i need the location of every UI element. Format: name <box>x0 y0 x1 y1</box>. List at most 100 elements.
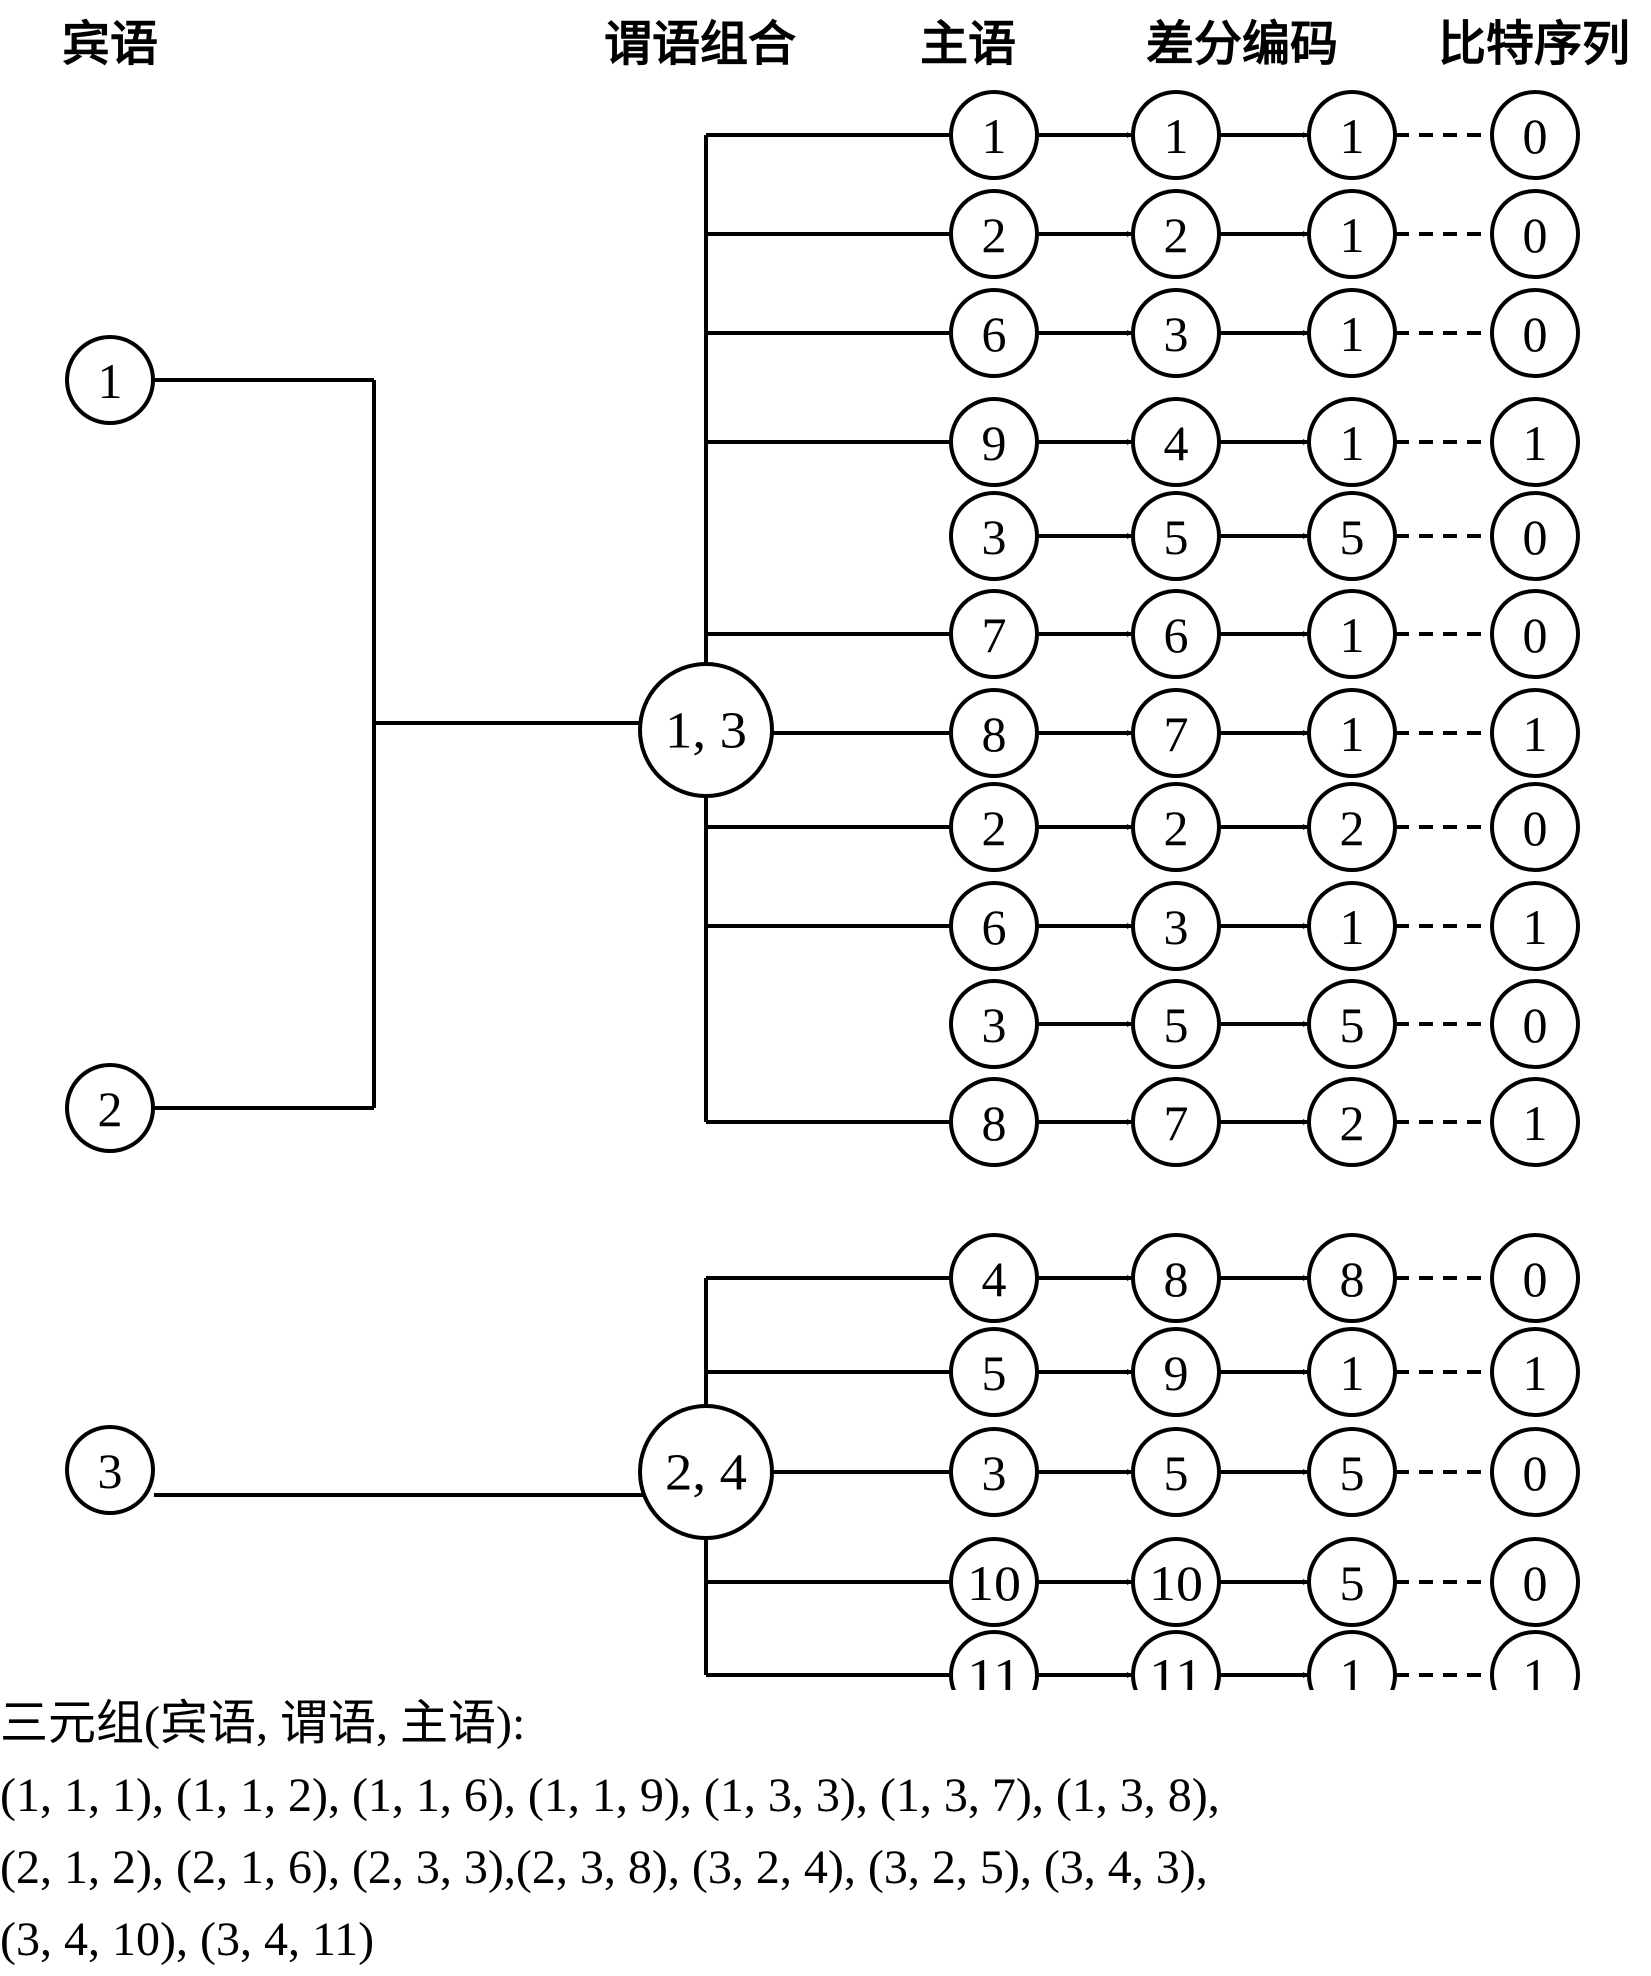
subject-node-label: 1 <box>982 108 1007 164</box>
encoding-diagram: 宾语 谓语组合 主语 差分编码 比特序列 1 2 3 <box>62 16 1630 1690</box>
code-node-label: 6 <box>1164 607 1189 663</box>
code-node: 3 <box>1131 288 1221 378</box>
bit-node: 0 <box>1490 90 1580 180</box>
header-diff-encoding: 差分编码 <box>1146 16 1338 72</box>
subject-node: 6 <box>949 288 1039 378</box>
code-node: 1 <box>1131 90 1221 180</box>
bit-node: 0 <box>1490 491 1580 581</box>
code-node: 7 <box>1131 688 1221 778</box>
diff-node: 2 <box>1307 782 1397 872</box>
encoding-row: 9 4 1 1 <box>949 397 1580 487</box>
diff-node-label: 1 <box>1340 706 1365 762</box>
diff-node-label: 1 <box>1340 207 1365 263</box>
diff-node: 1 <box>1307 1327 1397 1417</box>
diff-node: 1 <box>1307 90 1397 180</box>
bit-node-label: 0 <box>1523 800 1548 856</box>
code-node-label: 5 <box>1164 1445 1189 1501</box>
bit-node: 0 <box>1490 189 1580 279</box>
bit-node-label: 1 <box>1523 706 1548 762</box>
subject-node: 1 <box>949 90 1039 180</box>
subject-node-label: 8 <box>982 1095 1007 1151</box>
bit-node: 1 <box>1490 688 1580 778</box>
subject-node: 10 <box>949 1537 1039 1627</box>
subject-node-label: 10 <box>967 1555 1021 1611</box>
code-node: 2 <box>1131 782 1221 872</box>
code-node: 11 <box>1131 1630 1221 1690</box>
predicate-node-label: 2, 4 <box>665 1445 747 1502</box>
code-node-label: 11 <box>1149 1648 1203 1690</box>
diff-node: 5 <box>1307 491 1397 581</box>
subject-node-label: 7 <box>982 607 1007 663</box>
bit-node-label: 0 <box>1523 607 1548 663</box>
bit-node-label: 1 <box>1523 415 1548 471</box>
predicate-node-label: 1, 3 <box>665 703 747 760</box>
bit-node-label: 0 <box>1523 1445 1548 1501</box>
code-node: 5 <box>1131 1427 1221 1517</box>
bit-node: 1 <box>1490 1327 1580 1417</box>
object-node: 2 <box>65 1063 155 1153</box>
object-tree-connectors <box>154 378 645 1497</box>
code-node: 2 <box>1131 189 1221 279</box>
diff-node-label: 5 <box>1340 1555 1365 1611</box>
encoding-row: 8 7 2 1 <box>949 1077 1580 1167</box>
code-node-label: 3 <box>1164 306 1189 362</box>
diff-node: 5 <box>1307 1427 1397 1517</box>
subject-node: 2 <box>949 189 1039 279</box>
diff-node-label: 8 <box>1340 1251 1365 1307</box>
diff-node: 1 <box>1307 189 1397 279</box>
diff-node-label: 1 <box>1340 1345 1365 1401</box>
diff-node: 1 <box>1307 589 1397 679</box>
header-subject: 主语 <box>920 16 1016 72</box>
diff-node-label: 5 <box>1340 509 1365 565</box>
diff-node-label: 1 <box>1340 607 1365 663</box>
subject-node: 3 <box>949 979 1039 1069</box>
diff-node: 1 <box>1307 881 1397 971</box>
subject-node: 9 <box>949 397 1039 487</box>
code-node: 4 <box>1131 397 1221 487</box>
subject-node-label: 3 <box>982 1445 1007 1501</box>
diff-node-label: 5 <box>1340 997 1365 1053</box>
code-node-label: 3 <box>1164 899 1189 955</box>
bit-node: 1 <box>1490 397 1580 487</box>
subject-node: 3 <box>949 1427 1039 1517</box>
subject-node: 7 <box>949 589 1039 679</box>
subject-node-label: 6 <box>982 306 1007 362</box>
code-node-label: 5 <box>1164 509 1189 565</box>
code-node: 3 <box>1131 881 1221 971</box>
bit-node-label: 0 <box>1523 1555 1548 1611</box>
code-node-label: 2 <box>1164 207 1189 263</box>
diff-node: 5 <box>1307 979 1397 1069</box>
bit-node: 0 <box>1490 1233 1580 1323</box>
code-node: 5 <box>1131 491 1221 581</box>
bit-node: 0 <box>1490 782 1580 872</box>
subject-node: 6 <box>949 881 1039 971</box>
diff-node-label: 5 <box>1340 1445 1365 1501</box>
code-node-label: 10 <box>1149 1555 1203 1611</box>
diff-node-label: 1 <box>1340 415 1365 471</box>
object-node: 1 <box>65 335 155 425</box>
code-node: 8 <box>1131 1233 1221 1323</box>
code-node-label: 7 <box>1164 1095 1189 1151</box>
bit-node: 0 <box>1490 288 1580 378</box>
subject-node-label: 5 <box>982 1345 1007 1401</box>
bit-node: 1 <box>1490 1630 1580 1690</box>
bit-node: 0 <box>1490 589 1580 679</box>
subject-node: 3 <box>949 491 1039 581</box>
bit-node: 1 <box>1490 1077 1580 1167</box>
code-node-label: 1 <box>1164 108 1189 164</box>
header-bit-sequence: 比特序列 <box>1438 16 1630 72</box>
subject-node-label: 2 <box>982 207 1007 263</box>
subject-node: 8 <box>949 688 1039 778</box>
triple-list-title: 三元组(宾语, 谓语, 主语): <box>0 1697 526 1750</box>
subject-node-label: 11 <box>967 1648 1021 1690</box>
triple-list: 三元组(宾语, 谓语, 主语): (1, 1, 1), (1, 1, 2), (… <box>0 1688 1651 1976</box>
diff-node: 1 <box>1307 688 1397 778</box>
code-node: 6 <box>1131 589 1221 679</box>
bit-node-label: 0 <box>1523 207 1548 263</box>
diff-node: 2 <box>1307 1077 1397 1167</box>
